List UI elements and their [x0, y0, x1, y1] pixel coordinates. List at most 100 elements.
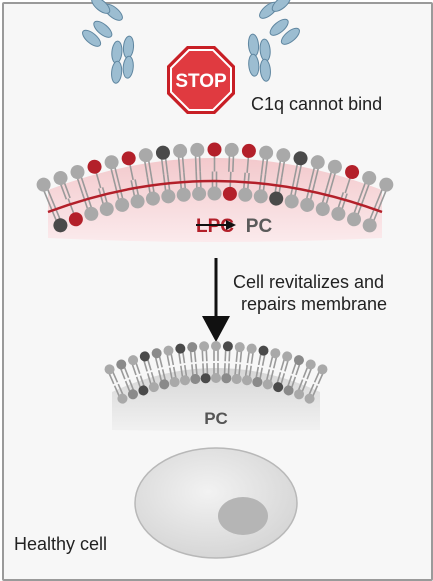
lipid — [231, 363, 242, 385]
lipid — [221, 363, 232, 384]
lipid — [146, 371, 159, 393]
step-label-line2: repairs membrane — [241, 294, 387, 314]
lipid — [179, 365, 190, 386]
step-label-line1: Cell revitalizes and — [233, 272, 384, 292]
lipid — [222, 171, 237, 201]
lipid — [207, 142, 222, 172]
lipid — [200, 363, 211, 384]
lipid — [151, 348, 163, 369]
lipid — [222, 341, 233, 362]
lipid — [87, 159, 102, 189]
lipid-bilayer — [36, 142, 394, 233]
lipid — [293, 151, 308, 181]
lipid — [157, 369, 170, 390]
damaged-membrane: LPC PC — [36, 142, 394, 242]
lpc-label: LPC — [196, 216, 234, 237]
lipid — [190, 142, 205, 172]
lipid — [168, 366, 180, 388]
lipid — [242, 365, 253, 386]
lipid — [67, 198, 83, 227]
lipid — [269, 176, 284, 206]
lipid — [192, 171, 207, 201]
lipid — [128, 355, 141, 376]
lipid — [130, 179, 145, 209]
lipid — [347, 197, 365, 227]
lipid — [211, 341, 221, 362]
lipid — [145, 176, 160, 206]
lipid — [313, 364, 328, 385]
lipid — [97, 187, 114, 217]
healthy-membrane: PC — [104, 341, 328, 431]
healthy-cell — [134, 447, 298, 559]
lipid — [104, 364, 119, 385]
stop-sign-label: STOP — [175, 71, 227, 92]
lipid — [139, 351, 152, 372]
lipid — [331, 192, 348, 221]
lipid — [155, 145, 170, 175]
lipid — [262, 369, 275, 390]
lipid — [253, 174, 268, 204]
lipid — [304, 383, 319, 404]
lipid — [283, 375, 297, 396]
conversion-arrow-head — [226, 220, 236, 230]
svg-text:LPC: LPC — [196, 216, 234, 237]
nucleus — [218, 497, 268, 535]
lipid — [280, 351, 293, 372]
lipid — [173, 143, 188, 174]
lipid — [294, 379, 308, 400]
stop-sign-icon: STOP — [167, 46, 235, 114]
antibody-icon — [76, 0, 139, 88]
lipid — [224, 142, 239, 172]
c1q-label: C1q cannot bind — [251, 94, 382, 114]
lipid — [273, 371, 286, 393]
lipid — [199, 341, 210, 362]
lipid — [302, 359, 316, 380]
lipid — [309, 155, 325, 185]
lipid — [187, 342, 198, 363]
lipid — [238, 172, 253, 202]
lipid — [362, 203, 381, 233]
lipid — [114, 182, 130, 212]
lipid — [70, 165, 88, 194]
lipid-bilayer — [104, 341, 328, 404]
lipid — [161, 174, 176, 204]
lipid — [358, 170, 377, 200]
pc-label-top: PC — [246, 216, 273, 237]
lipid — [138, 148, 153, 178]
lipid — [246, 343, 257, 364]
lipid — [113, 383, 128, 404]
lipid — [36, 177, 55, 207]
lipid — [116, 359, 130, 380]
lipid — [344, 165, 360, 194]
antibody-icon — [243, 0, 306, 86]
lipid — [257, 345, 269, 366]
lipid — [375, 177, 394, 207]
lipid — [207, 171, 222, 201]
lipid — [241, 143, 256, 173]
lipid — [163, 345, 175, 366]
lipid — [104, 155, 120, 185]
lipid — [176, 172, 191, 202]
lipid — [300, 182, 316, 212]
lipid — [81, 192, 99, 221]
lipid — [259, 145, 274, 175]
lipid — [53, 171, 71, 200]
lipid — [49, 203, 68, 233]
lipid — [211, 363, 221, 383]
lipid — [234, 342, 245, 363]
lipid — [315, 187, 332, 217]
lipid — [276, 148, 291, 178]
lipid — [135, 375, 149, 396]
arrow-down-icon — [202, 258, 230, 342]
lipid — [175, 343, 186, 364]
lipid — [121, 151, 136, 181]
lipid — [291, 355, 304, 376]
pc-label-bottom: PC — [204, 409, 228, 428]
healthy-cell-label: Healthy cell — [14, 534, 107, 554]
lipid — [124, 379, 138, 400]
lipid — [190, 363, 201, 385]
lipid — [252, 366, 264, 388]
lipid — [284, 179, 299, 209]
lipid — [269, 348, 281, 369]
